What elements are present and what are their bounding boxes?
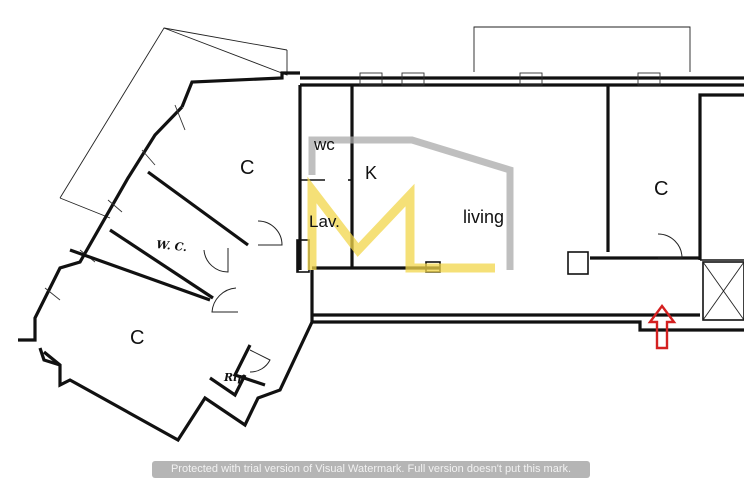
balcony-top-right: [473, 26, 691, 72]
room-labels: C C C wc W. C. K Lav. living Rip: [130, 135, 668, 384]
room-label-kitchen: K: [365, 163, 377, 183]
room-label-bedroom-top: C: [240, 157, 254, 179]
door-swings: [203, 220, 683, 373]
watermark-banner: Protected with trial version of Visual W…: [152, 461, 590, 478]
logo-watermark: [307, 136, 514, 273]
room-label-bedroom-bottom: C: [130, 327, 144, 349]
entrance-arrow-icon: [647, 304, 677, 350]
room-label-living: living: [463, 207, 504, 227]
room-label-laundry: Lav.: [309, 212, 340, 231]
room-label-wc-small: wc: [313, 135, 335, 154]
room-label-bedroom-right: C: [654, 178, 668, 200]
windows: [44, 72, 661, 301]
balcony-top-left: [59, 27, 288, 219]
room-label-wc-left: W. C.: [156, 238, 188, 254]
room-label-storage: Rip: [223, 371, 245, 384]
